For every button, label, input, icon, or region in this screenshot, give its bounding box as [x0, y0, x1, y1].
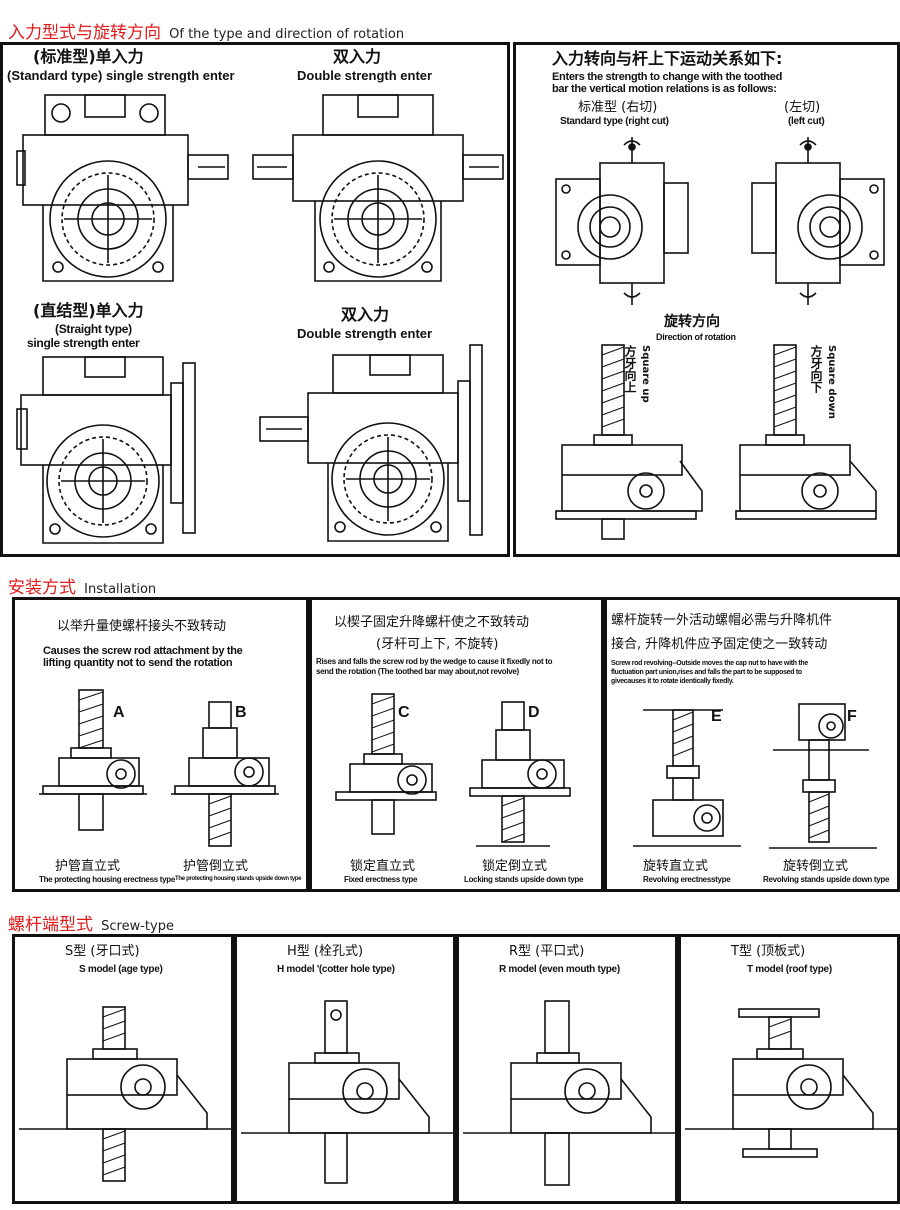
standard-type-en: (Standard type) single strength enter [7, 68, 235, 83]
screw-panel-t: T型 (顶板式) T model (roof type) [678, 934, 900, 1204]
label-f: F [847, 708, 857, 725]
r-model-en: R model (even mouth type) [499, 964, 620, 975]
install-1-en-1: Causes the screw rod attachment by the [43, 645, 243, 657]
double-strength-cn-1: 双入力 [333, 47, 382, 66]
housing-inverted-cn: 护管倒立式 [183, 859, 249, 874]
square-up-drawing [555, 344, 703, 540]
fixed-erect-cn: 锁定直立式 [350, 859, 416, 874]
install-panel-1: 以举升量使螺杆接头不致转动 Causes the screw rod attac… [12, 597, 309, 892]
standard-single-input-drawing [16, 94, 229, 282]
rotation-relation-panel: 入力转向与杆上下运动关系如下: Enters the strength to c… [513, 42, 900, 557]
label-b: B [235, 704, 247, 721]
revolving-inverted-en: Revolving stands upside down type [763, 875, 890, 884]
s-model-cn: S型 (牙口式) [65, 944, 140, 959]
section-title-screw: 螺杆端型式 Screw-type [8, 910, 174, 935]
rotation-direction-cn: 旋转方向 [664, 314, 720, 330]
install-panel-3: 螺杆旋转一外活动螺帽必需与升降机件 接合, 升降机件应予固定使之一致转动 Scr… [604, 597, 900, 892]
h-model-cn: H型 (栓孔式) [287, 944, 364, 959]
locking-inverted-drawing [469, 701, 571, 847]
relation-title-en-1: Enters the strength to change with the t… [552, 71, 783, 83]
s-model-en: S model (age type) [79, 964, 163, 975]
install-3-en-2: fluctuation part union,rises and falls t… [611, 669, 802, 676]
housing-inverted-drawing [171, 701, 279, 847]
section-title-cn: 安装方式 [8, 578, 76, 598]
section-title-en: Installation [84, 582, 157, 597]
double-input-drawing-2 [259, 344, 483, 542]
t-model-en: T model (roof type) [747, 964, 832, 975]
relation-title-en-2: bar the vertical motion relations is as … [552, 83, 777, 95]
section-title-install: 安装方式 Installation [8, 573, 156, 598]
left-cut-drawing [751, 137, 885, 305]
standard-type-cn: (标准型)单入力 [33, 47, 144, 66]
relation-title-cn: 入力转向与杆上下运动关系如下: [552, 49, 783, 68]
locking-inverted-en: Locking stands upside down type [464, 875, 584, 884]
left-cut-en: (left cut) [788, 116, 825, 127]
install-3-en-1: Screw rod revolving--Outside moves the c… [611, 660, 808, 667]
h-model-en: H model '(cotter hole type) [277, 964, 395, 975]
install-2-cn-1: 以楔子固定升降螺杆使之不致转动 [334, 615, 530, 630]
housing-erect-cn: 护管直立式 [55, 859, 121, 874]
housing-inverted-en: The protecting housing stands upside dow… [175, 876, 302, 882]
section-title-en: Screw-type [101, 919, 174, 934]
square-up-cn: 方牙向上 [623, 345, 637, 393]
install-panel-2: 以楔子固定升降螺杆使之不致转动 (牙杆可上下, 不旋转) Rises and f… [309, 597, 604, 892]
install-1-cn: 以举升量使螺杆接头不致转动 [57, 619, 227, 634]
straight-single-input-drawing [16, 356, 196, 544]
revolving-inverted-drawing [769, 703, 877, 849]
double-strength-en-1: Double strength enter [297, 68, 433, 83]
square-down-en: Square down [826, 345, 837, 419]
section-title-cn: 螺杆端型式 [8, 915, 93, 935]
right-cut-en: Standard type (right cut) [560, 116, 669, 127]
square-up-en: Square up [640, 345, 651, 403]
screw-panel-s: S型 (牙口式) S model (age type) [12, 934, 237, 1204]
revolving-erect-cn: 旋转直立式 [643, 859, 709, 874]
install-3-cn-2: 接合, 升降机件应予固定使之一致转动 [611, 637, 828, 652]
double-strength-cn-2: 双入力 [341, 305, 390, 324]
install-3-cn-1: 螺杆旋转一外活动螺帽必需与升降机件 [611, 613, 833, 628]
revolving-erect-drawing [633, 709, 741, 847]
double-strength-en-2: Double strength enter [297, 326, 433, 341]
install-2-cn-2: (牙杆可上下, 不旋转) [376, 637, 499, 652]
right-cut-drawing [555, 137, 689, 305]
straight-type-en-1: (Straight type) [55, 322, 132, 336]
square-down-drawing [735, 344, 877, 520]
screw-panel-r: R型 (平口式) R model (even mouth type) [456, 934, 681, 1204]
install-2-en-2: send the rotation (The toothed bar may a… [316, 667, 519, 676]
label-c: C [398, 704, 410, 721]
section-title-en: Of the type and direction of rotation [169, 27, 405, 42]
square-down-cn: 方牙向下 [809, 345, 823, 393]
label-e: E [711, 708, 722, 725]
t-model-drawing [685, 1008, 900, 1158]
revolving-erect-en: Revolving erectnesstype [643, 875, 731, 884]
straight-type-en-2: single strength enter [27, 336, 140, 350]
r-model-drawing [463, 1000, 681, 1186]
fixed-erect-drawing [335, 693, 437, 835]
housing-erect-en: The protecting housing erectness type [39, 875, 176, 884]
straight-type-cn: (直结型)单入力 [33, 301, 144, 320]
housing-erect-drawing [39, 689, 147, 831]
double-input-drawing-1 [252, 94, 504, 282]
rotation-direction-en: Direction of rotation [656, 332, 736, 342]
label-a: A [113, 704, 125, 721]
install-3-en-3: givecauses it to rotate identically fixe… [611, 678, 734, 685]
label-d: D [528, 704, 540, 721]
t-model-cn: T型 (顶板式) [731, 944, 806, 959]
install-1-en-2: lifting quantity not to send the rotatio… [43, 657, 233, 669]
h-model-drawing [241, 1000, 459, 1184]
section-title-cn: 入力型式与旋转方向 [8, 23, 161, 43]
screw-panel-h: H型 (栓孔式) H model '(cotter hole type) [234, 934, 459, 1204]
right-cut-cn: 标准型 (右切) [578, 100, 658, 115]
r-model-cn: R型 (平口式) [509, 944, 585, 959]
s-model-drawing [19, 1006, 237, 1182]
section-title-rotation: 入力型式与旋转方向 Of the type and direction of r… [8, 18, 404, 43]
input-types-panel: (标准型)单入力 (Standard type) single strength… [0, 42, 510, 557]
fixed-erect-en: Fixed erectness type [344, 875, 418, 884]
install-2-en-1: Rises and falls the screw rod by the wed… [316, 657, 553, 666]
left-cut-cn: (左切) [784, 100, 821, 115]
revolving-inverted-cn: 旋转倒立式 [783, 859, 849, 874]
locking-inverted-cn: 锁定倒立式 [482, 859, 548, 874]
